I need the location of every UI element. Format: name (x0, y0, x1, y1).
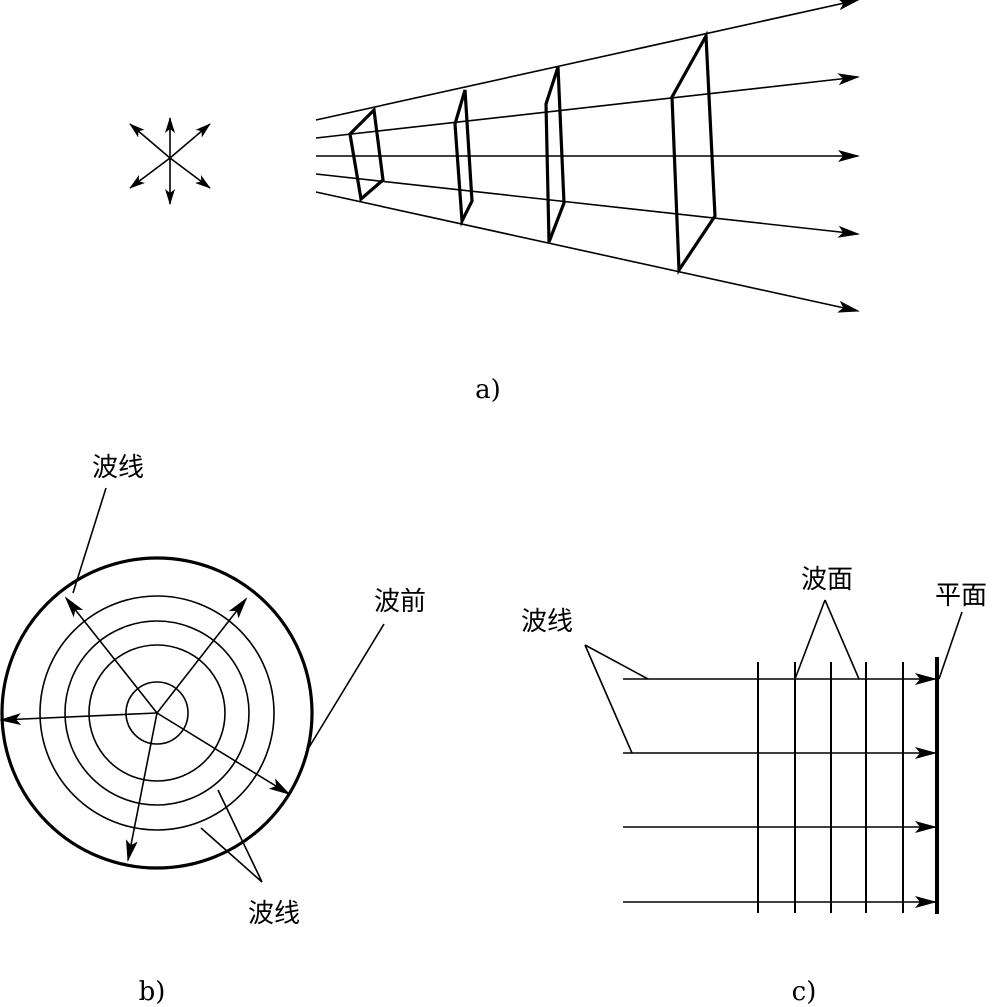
outer-wavefront-circle (0, 556, 314, 870)
label-rays-top: 波线 (92, 453, 144, 483)
panel-c: 波线 波面 平面 c) (521, 565, 987, 1007)
radial-rays (0, 596, 291, 862)
label-plane: 平面 (935, 581, 987, 611)
parallel-rays (623, 673, 937, 908)
label-rays-c: 波线 (521, 607, 573, 637)
point-source-icon (129, 117, 211, 205)
caption-b: b) (139, 977, 166, 1007)
wavefront-patches (348, 30, 717, 275)
label-wavefront: 波前 (374, 587, 426, 617)
wave-surfaces (757, 662, 904, 913)
panel-a: a) (129, 0, 860, 405)
caption-a: a) (475, 375, 501, 405)
leader-lines-c (584, 599, 963, 754)
panel-b: 波线 波前 波线 b) (0, 453, 426, 1007)
label-wave-surfaces: 波面 (801, 565, 853, 595)
diverging-rays (315, 0, 860, 313)
caption-c: c) (792, 977, 817, 1007)
concentric-circles (39, 595, 275, 831)
label-rays-bottom: 波线 (248, 899, 300, 929)
leader-lines-b (72, 487, 385, 883)
